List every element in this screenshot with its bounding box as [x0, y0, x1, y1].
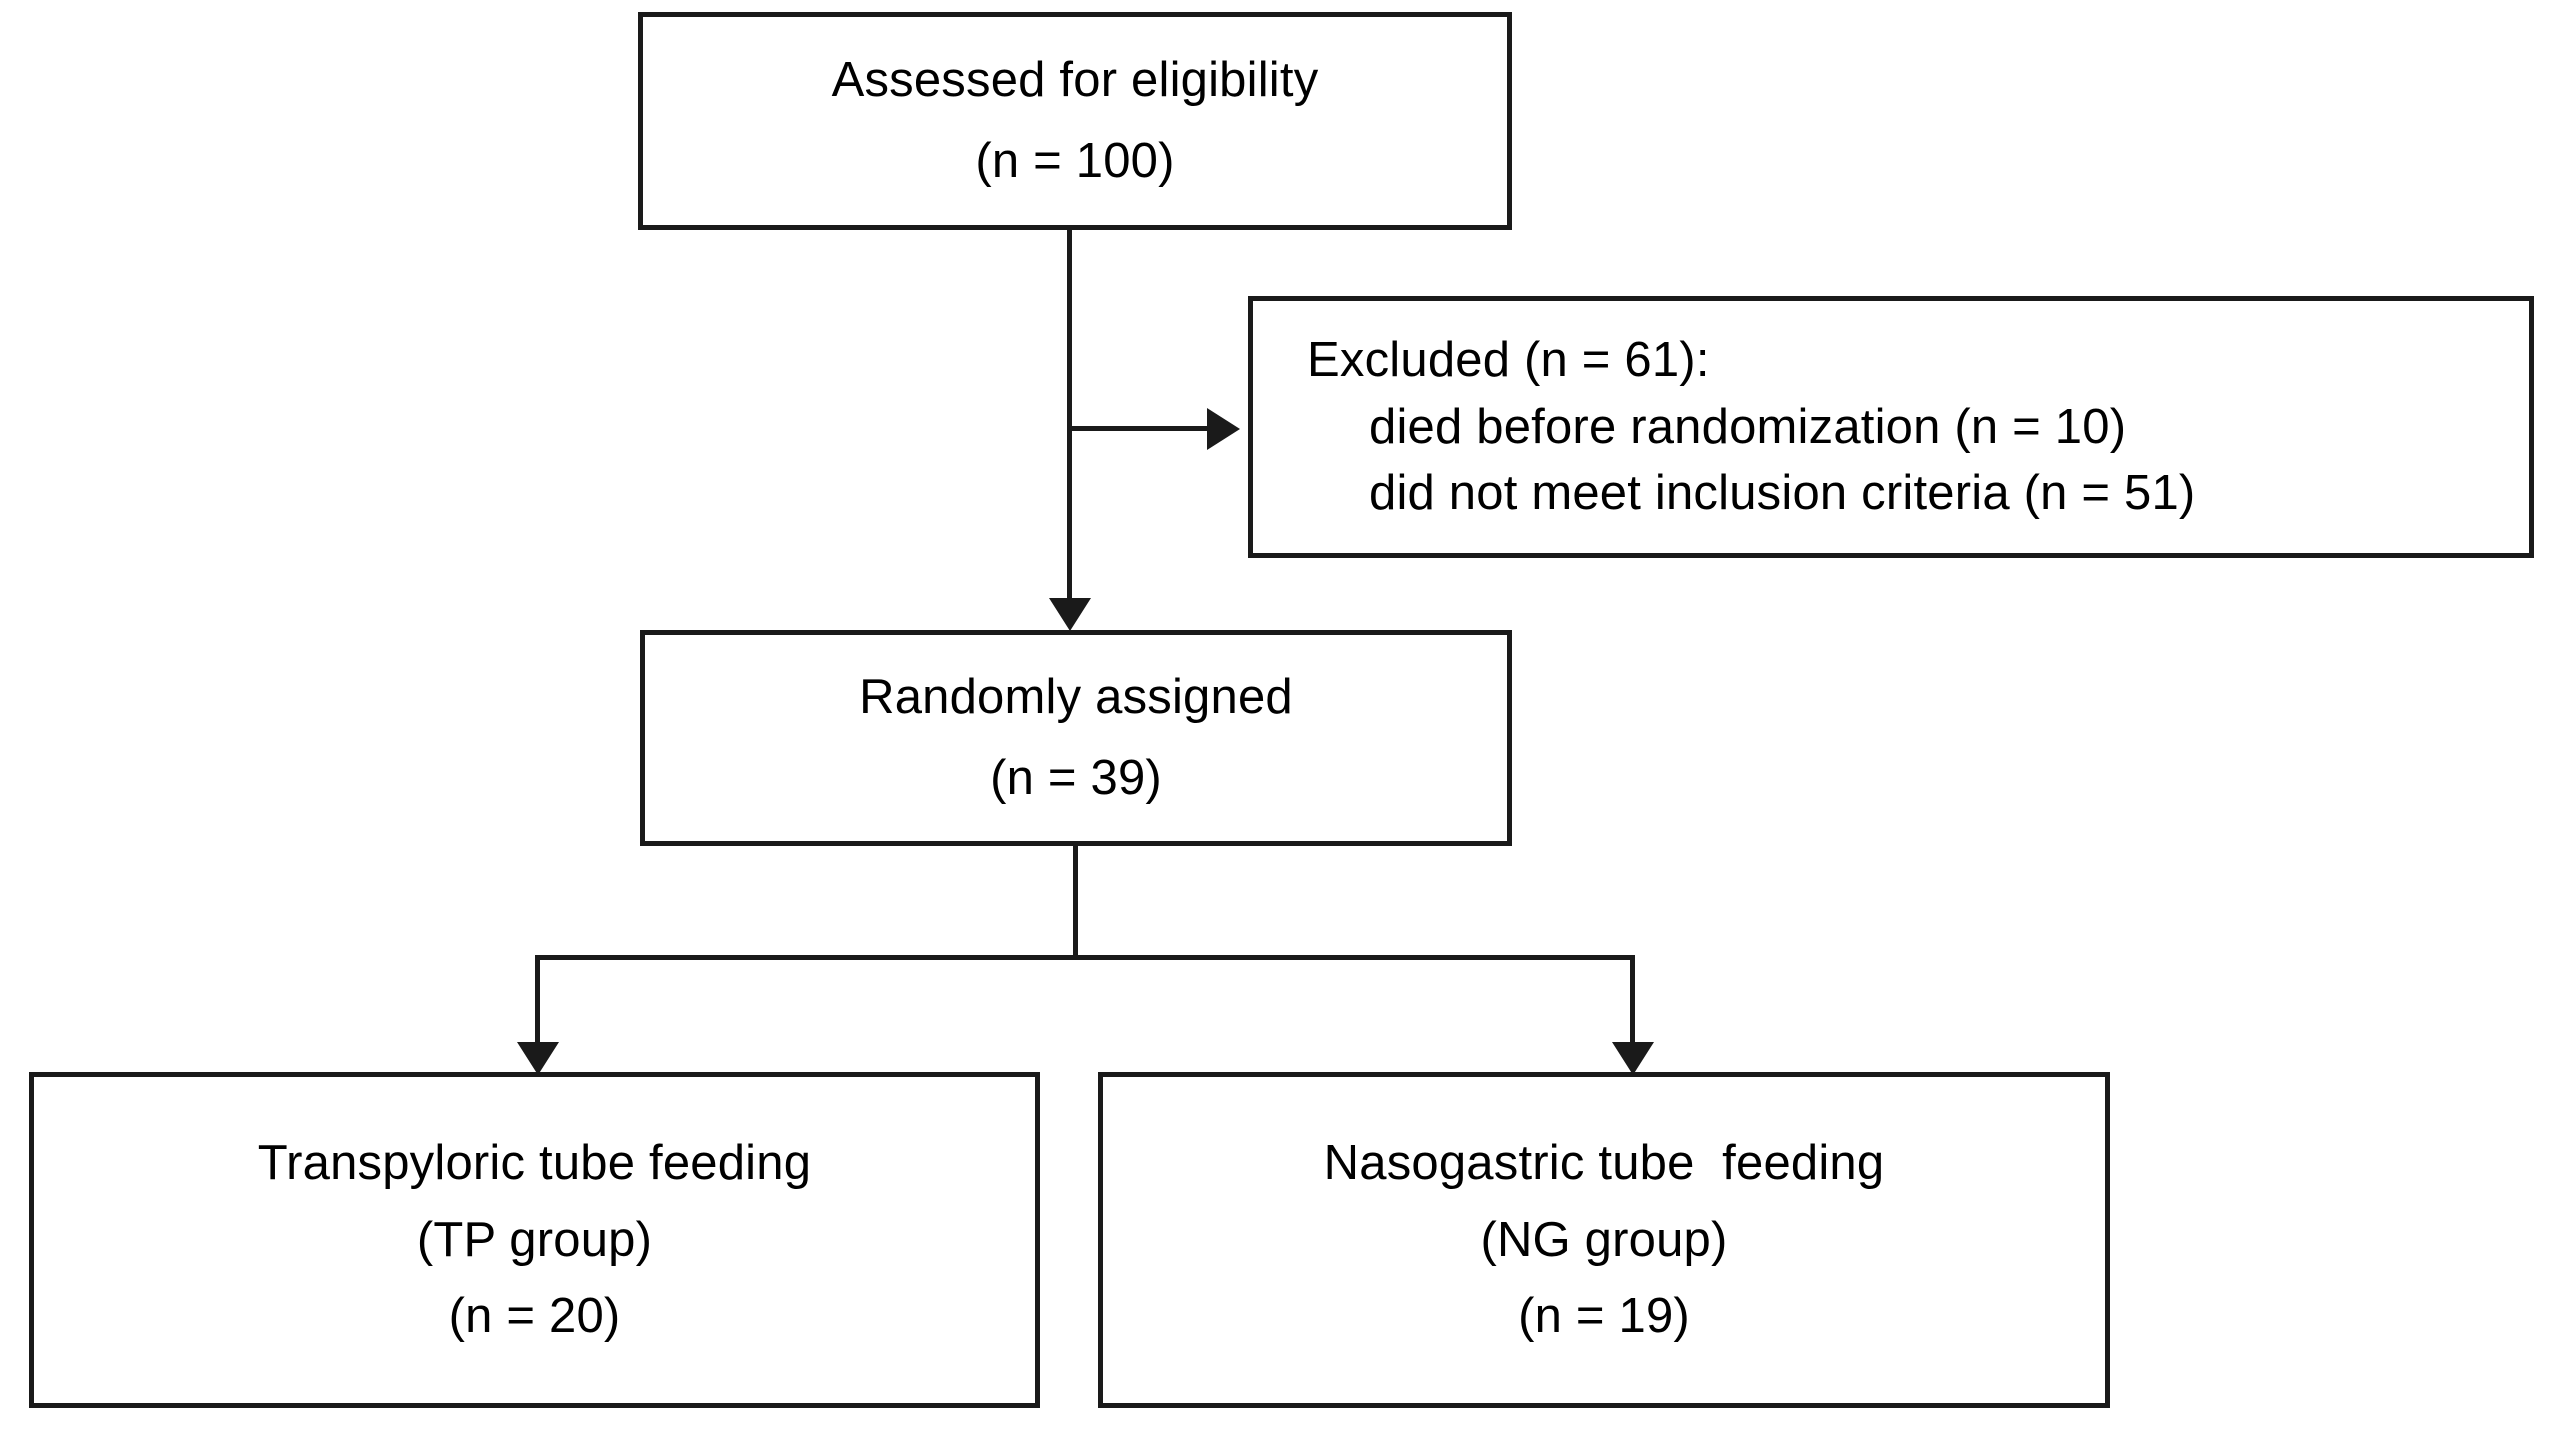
node-excluded-reason-died: died before randomization (n = 10)	[1369, 399, 2127, 454]
node-randomized-title: Randomly assigned	[859, 670, 1293, 725]
connector-randomized-to-ng	[1630, 955, 1635, 1045]
node-ng-group-label: (NG group)	[1480, 1212, 1728, 1267]
connector-assessed-to-excluded	[1067, 426, 1207, 431]
node-excluded-header: Excluded (n = 61):	[1307, 332, 1710, 387]
node-assessed-title: Assessed for eligibility	[831, 53, 1319, 108]
node-assessed-for-eligibility: Assessed for eligibility (n = 100)	[638, 12, 1512, 230]
connector-randomized-stem	[1073, 846, 1078, 960]
node-nasogastric-tube-feeding: Nasogastric tube feeding (NG group) (n =…	[1098, 1072, 2110, 1408]
node-excluded-reason-criteria: did not meet inclusion criteria (n = 51)	[1369, 466, 2196, 521]
connector-assessed-to-randomized	[1067, 230, 1072, 600]
connector-randomized-to-tp	[535, 955, 540, 1045]
node-assessed-count: (n = 100)	[975, 134, 1175, 188]
connector-allocation-rail	[535, 955, 1635, 960]
node-excluded: Excluded (n = 61): died before randomiza…	[1248, 296, 2534, 558]
node-transpyloric-tube-feeding: Transpyloric tube feeding (TP group) (n …	[29, 1072, 1040, 1408]
node-randomly-assigned: Randomly assigned (n = 39)	[640, 630, 1512, 846]
arrowhead-down-icon-to-randomized	[1049, 598, 1091, 631]
node-tp-count: (n = 20)	[448, 1289, 621, 1344]
arrowhead-down-icon-to-ng	[1612, 1042, 1654, 1075]
node-tp-title: Transpyloric tube feeding	[257, 1135, 812, 1190]
node-ng-count: (n = 19)	[1518, 1289, 1690, 1344]
arrowhead-down-icon-to-tp	[517, 1042, 559, 1075]
node-ng-title: Nasogastric tube feeding	[1323, 1135, 1885, 1190]
node-randomized-count: (n = 39)	[990, 751, 1162, 805]
arrowhead-right-icon-to-excluded	[1207, 408, 1240, 450]
node-tp-group-label: (TP group)	[416, 1212, 653, 1267]
